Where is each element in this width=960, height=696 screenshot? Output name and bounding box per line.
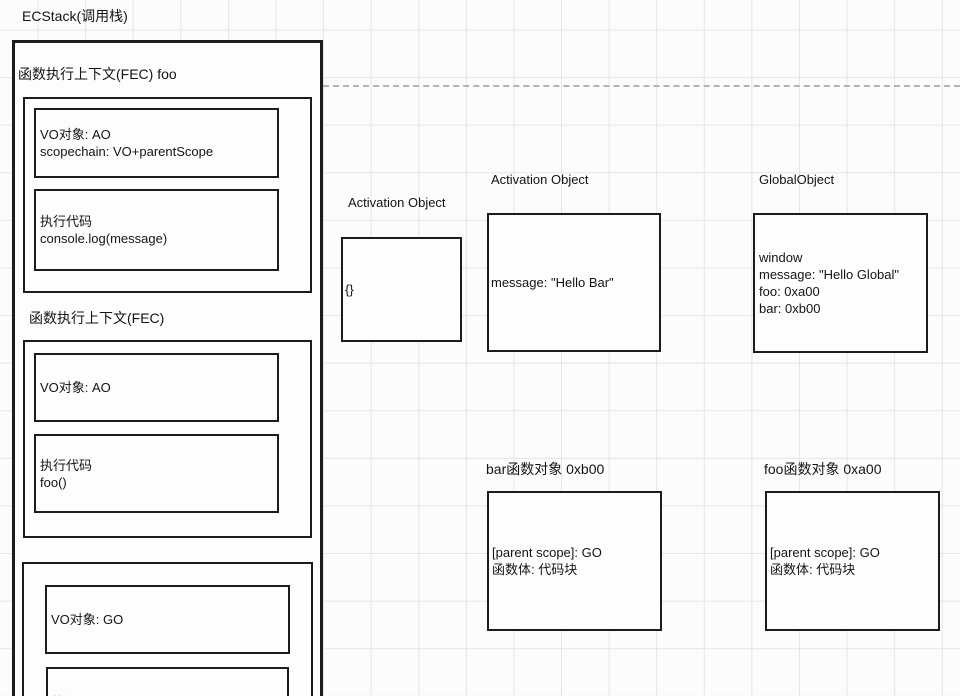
activation-object-empty-text: {} xyxy=(345,282,354,297)
gec-code-text: 执行代码 xyxy=(48,694,104,696)
activation-object-bar-box: message: "Hello Bar" xyxy=(487,213,661,352)
bar-function-object-text: [parent scope]: GO 函数体: 代码块 xyxy=(492,545,602,577)
activation-object-empty-box: {} xyxy=(341,237,462,342)
global-object-text: window message: "Hello Global" foo: 0xa0… xyxy=(759,250,900,316)
bar-function-object-label: bar函数对象 0xb00 xyxy=(486,461,605,477)
fec-label: 函数执行上下文(FEC) xyxy=(29,310,165,326)
fec-vo-box: VO对象: AO xyxy=(34,353,279,422)
activation-object-bar-label: Activation Object xyxy=(491,172,589,187)
gec-code-box: 执行代码 xyxy=(46,667,289,696)
fec-foo-label: 函数执行上下文(FEC) foo xyxy=(18,66,177,82)
gec-vo-box: VO对象: GO xyxy=(45,585,290,654)
bar-function-object-box: [parent scope]: GO 函数体: 代码块 xyxy=(487,491,662,631)
ecstack-title: ECStack(调用栈) xyxy=(22,8,128,24)
fec-code-text: 执行代码 foo() xyxy=(40,457,93,490)
fec-vo-text: VO对象: AO xyxy=(40,380,111,395)
page-break-line xyxy=(323,85,960,87)
fec-code-box: 执行代码 foo() xyxy=(34,434,279,513)
fec-foo-code-box: 执行代码 console.log(message) xyxy=(34,189,279,271)
fec-foo-vo-text: VO对象: AO scopechain: VO+parentScope xyxy=(40,127,214,159)
gec-vo-text: VO对象: GO xyxy=(51,612,124,627)
activation-object-empty-label: Activation Object xyxy=(348,195,446,210)
foo-function-object-label: foo函数对象 0xa00 xyxy=(764,461,882,477)
global-object-label: GlobalObject xyxy=(759,172,835,187)
foo-function-object-text: [parent scope]: GO 函数体: 代码块 xyxy=(770,545,880,577)
fec-foo-vo-box: VO对象: AO scopechain: VO+parentScope xyxy=(34,108,279,178)
fec-foo-code-text: 执行代码 console.log(message) xyxy=(40,214,168,246)
global-object-box: window message: "Hello Global" foo: 0xa0… xyxy=(753,213,928,353)
foo-function-object-box: [parent scope]: GO 函数体: 代码块 xyxy=(765,491,940,631)
activation-object-bar-text: message: "Hello Bar" xyxy=(491,275,614,290)
